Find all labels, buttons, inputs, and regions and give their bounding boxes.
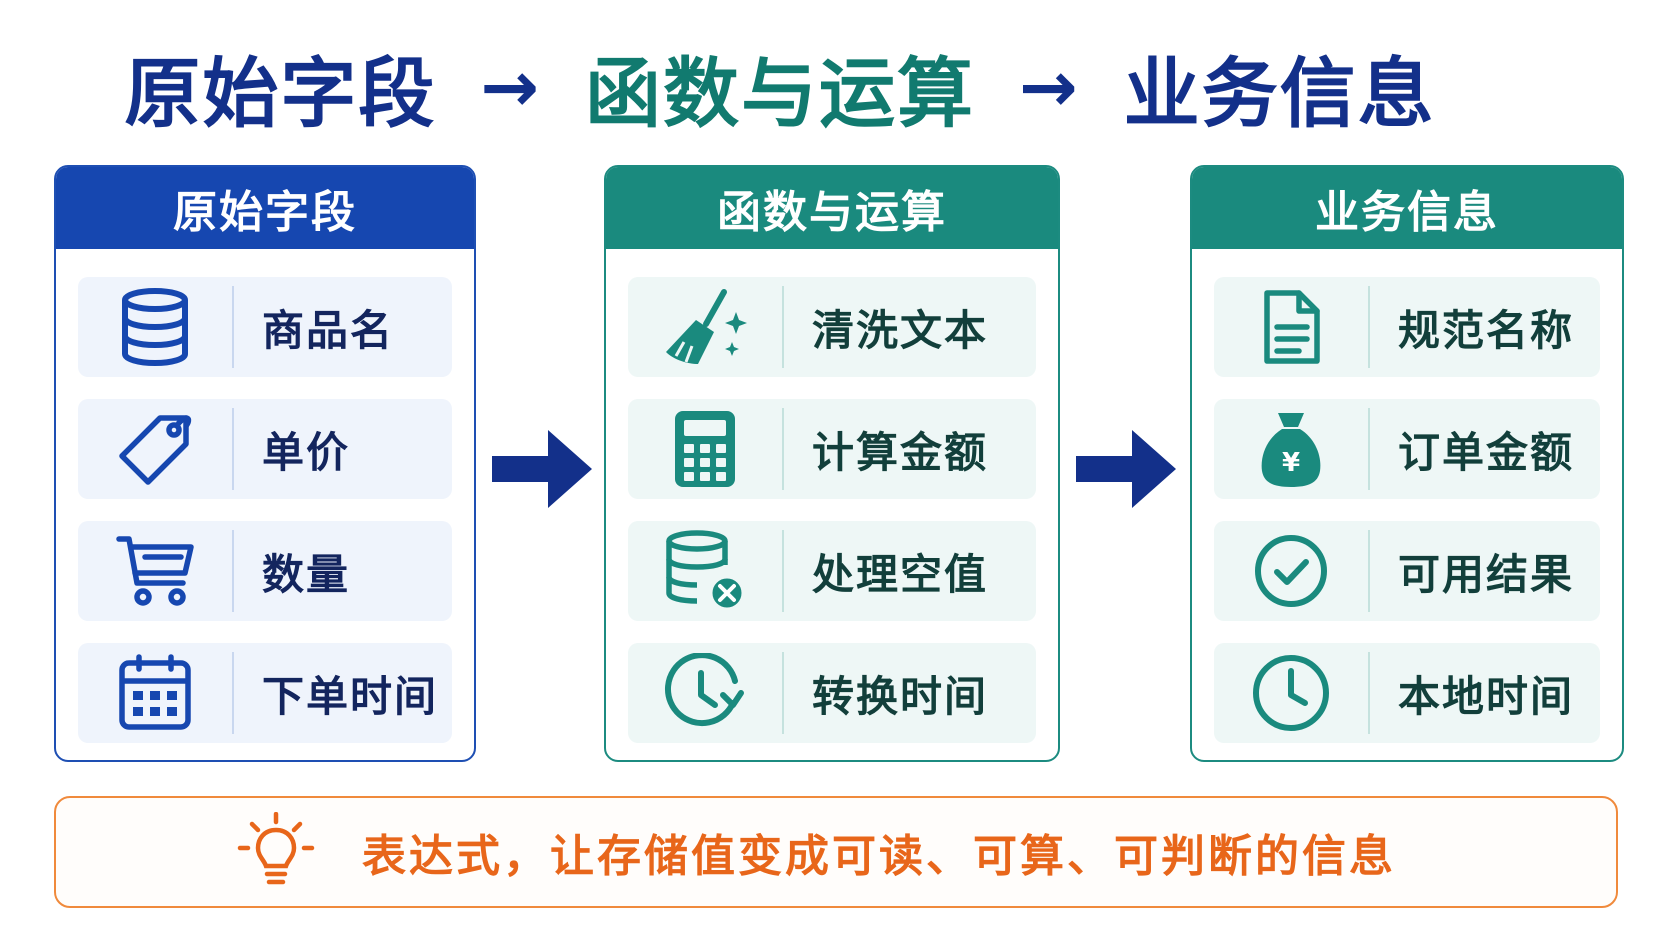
list-item: 单价 xyxy=(78,399,452,499)
item-label: 商品名 xyxy=(262,305,395,355)
list-item: 规范名称 xyxy=(1214,277,1600,377)
list-item: 计算金额 xyxy=(628,399,1036,499)
clock-refresh-icon xyxy=(628,643,782,743)
flow-arrow-1 xyxy=(492,430,592,512)
panel-header: 原始字段 xyxy=(56,167,474,249)
clock-icon xyxy=(1214,643,1368,743)
list-item: 转换时间 xyxy=(628,643,1036,743)
item-label: 可用结果 xyxy=(1398,549,1575,599)
title-part-functions: 函数与运算 xyxy=(585,49,975,138)
list-item: 可用结果 xyxy=(1214,521,1600,621)
check-circle-icon xyxy=(1214,521,1368,621)
flow-arrow-2 xyxy=(1076,430,1176,512)
panel-raw-fields: 原始字段 商品名 单价 xyxy=(54,165,476,762)
item-label: 清洗文本 xyxy=(812,305,989,355)
list-item: 本地时间 xyxy=(1214,643,1600,743)
item-label: 订单金额 xyxy=(1398,427,1575,477)
panel-business-info: 业务信息 规范名称 ¥ 订单金额 xyxy=(1190,165,1624,762)
list-item: 清洗文本 xyxy=(628,277,1036,377)
item-label: 单价 xyxy=(262,427,351,477)
database-remove-icon xyxy=(628,521,782,621)
title-part-business-info: 业务信息 xyxy=(1123,49,1436,138)
calculator-icon xyxy=(628,399,782,499)
item-label: 下单时间 xyxy=(262,671,439,721)
item-label: 转换时间 xyxy=(812,671,989,721)
summary-banner: 表达式，让存储值变成可读、可算、可判断的信息 xyxy=(54,796,1618,908)
item-label: 计算金额 xyxy=(812,427,989,477)
list-item: 处理空值 xyxy=(628,521,1036,621)
list-item: 商品名 xyxy=(78,277,452,377)
item-label: 处理空值 xyxy=(812,549,989,599)
database-icon xyxy=(78,277,232,377)
money-bag-icon: ¥ xyxy=(1214,399,1368,499)
title-arrow-1: → xyxy=(480,46,541,128)
panel-functions: 函数与运算 清洗文本 xyxy=(604,165,1060,762)
panel-header: 函数与运算 xyxy=(606,167,1058,249)
price-tag-icon xyxy=(78,399,232,499)
calendar-icon xyxy=(78,643,232,743)
document-icon xyxy=(1214,277,1368,377)
item-label: 数量 xyxy=(262,549,351,599)
title-part-raw-fields: 原始字段 xyxy=(124,49,437,138)
lightbulb-icon xyxy=(216,812,336,892)
shopping-cart-icon xyxy=(78,521,232,621)
list-item: ¥ 订单金额 xyxy=(1214,399,1600,499)
summary-text: 表达式，让存储值变成可读、可算、可判断的信息 xyxy=(362,831,1396,882)
list-item: 数量 xyxy=(78,521,452,621)
list-item: 下单时间 xyxy=(78,643,452,743)
broom-sparkle-icon xyxy=(628,277,782,377)
panel-header: 业务信息 xyxy=(1192,167,1622,249)
item-label: 本地时间 xyxy=(1398,671,1575,721)
item-label: 规范名称 xyxy=(1398,305,1575,355)
title-arrow-2: → xyxy=(1019,46,1080,128)
diagram-title: 原始字段 → 函数与运算 → 业务信息 xyxy=(0,32,1560,142)
svg-text:¥: ¥ xyxy=(1282,448,1300,478)
